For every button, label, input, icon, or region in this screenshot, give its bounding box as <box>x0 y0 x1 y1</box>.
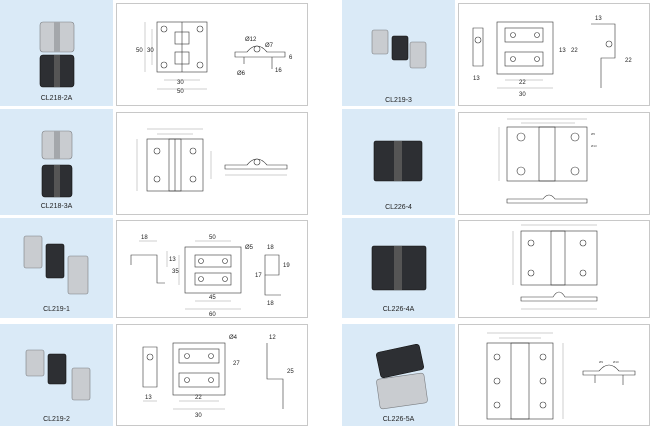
product-caption: CL218-3A <box>40 203 73 210</box>
product-photo-cl218-3a: CL218-3A <box>0 109 113 215</box>
drawing-cl218-2a: 50 30 30 50 Ø12 Ø7 Ø6 16 6 <box>116 3 308 106</box>
hinge-photo-icon <box>23 235 89 295</box>
dim-label: 50 <box>209 235 216 241</box>
svg-text:Ø10: Ø10 <box>613 360 619 364</box>
product-photo-cl219-1: CL219-1 <box>0 218 113 318</box>
technical-drawing <box>136 128 288 192</box>
product-photo-cl218-2a: CL218-2A <box>0 0 113 106</box>
drawing-cl219-1: 18 13 50 Ø5 35 45 60 19 17 18 18 <box>116 220 308 318</box>
product-caption: CL218-2A <box>40 95 73 102</box>
drawing-cl226-4: Ø5 Ø13 <box>458 112 650 215</box>
dim-label: Ø7 <box>265 43 274 49</box>
dim-label: 22 <box>519 80 526 86</box>
dim-label: 30 <box>195 413 202 419</box>
dim-label: 13 <box>595 16 602 22</box>
hinge-photo-icon <box>39 21 75 88</box>
technical-drawing: Ø9 Ø10 <box>486 332 636 420</box>
technical-drawing <box>512 224 598 310</box>
product-caption: CL226-5A <box>382 416 415 423</box>
dim-label: 45 <box>209 295 216 301</box>
dim-label: Ø6 <box>237 71 246 77</box>
hinge-photo-icon <box>25 349 91 401</box>
product-photo-cl226-4: CL226-4 <box>342 109 455 215</box>
dim-label: 19 <box>283 263 290 269</box>
dim-label: 6 <box>289 55 293 61</box>
product-caption: CL219-2 <box>43 416 70 423</box>
svg-text:Ø9: Ø9 <box>599 360 603 364</box>
drawing-cl226-4a <box>458 220 650 318</box>
dim-label: 12 <box>269 335 276 341</box>
dim-label: 22 <box>571 48 578 54</box>
dim-label: 18 <box>267 245 274 251</box>
dim-label: 50 <box>136 48 143 54</box>
product-photo-cl226-4a: CL226-4A <box>342 218 455 318</box>
hinge-photo-icon <box>376 343 428 410</box>
dim-label: 30 <box>147 48 154 54</box>
technical-drawing: Ø4 13 22 30 27 12 25 <box>142 335 294 419</box>
product-caption: CL226-4 <box>385 204 412 211</box>
dim-label: 13 <box>145 395 152 401</box>
hinge-photo-icon <box>41 130 73 198</box>
product-photo-cl226-5a: CL226-5A <box>342 324 455 426</box>
product-caption: CL226-4A <box>382 306 415 313</box>
dim-label: 18 <box>141 235 148 241</box>
product-photo-cl219-2: CL219-2 <box>0 324 113 426</box>
dim-label: 22 <box>195 395 202 401</box>
hinge-photo-icon <box>373 140 423 182</box>
drawing-cl219-2: Ø4 13 22 30 27 12 25 <box>116 324 308 426</box>
dim-label: Ø4 <box>229 335 238 341</box>
drawing-cl226-5a: Ø9 Ø10 <box>458 324 650 426</box>
dim-label: 25 <box>287 369 294 375</box>
technical-drawing: Ø5 Ø13 <box>498 118 597 204</box>
dim-label: 30 <box>519 92 526 98</box>
dim-label: 60 <box>209 312 216 318</box>
product-caption: CL219-1 <box>43 306 70 313</box>
drawing-cl218-3a <box>116 112 308 215</box>
dim-label: 13 <box>473 76 480 82</box>
hinge-photo-icon <box>371 29 427 69</box>
dim-label: 50 <box>177 89 184 95</box>
product-photo-cl219-3: CL219-3 <box>342 0 455 106</box>
drawing-cl219-3: 13 22 13 22 30 13 22 <box>458 3 650 106</box>
dim-label: 27 <box>233 361 240 367</box>
dim-label: 35 <box>172 269 179 275</box>
svg-text:Ø13: Ø13 <box>591 144 597 148</box>
hinge-photo-icon <box>371 245 427 291</box>
product-caption: CL219-3 <box>385 97 412 104</box>
dim-label: 18 <box>267 301 274 307</box>
dim-label: 16 <box>275 68 282 74</box>
dim-label: Ø12 <box>245 37 257 43</box>
dim-label: 13 <box>169 257 176 263</box>
dim-label: 13 <box>559 48 566 54</box>
technical-drawing: 13 22 13 22 30 13 22 <box>472 16 632 98</box>
dim-label: Ø5 <box>245 245 254 251</box>
technical-drawing: 18 13 50 Ø5 35 45 60 19 17 18 18 <box>130 235 290 318</box>
technical-drawing: 50 30 30 50 Ø12 Ø7 Ø6 16 6 <box>136 21 293 95</box>
dim-label: 22 <box>625 58 632 64</box>
svg-text:Ø5: Ø5 <box>591 132 595 136</box>
dim-label: 30 <box>177 80 184 86</box>
dim-label: 17 <box>255 273 262 279</box>
